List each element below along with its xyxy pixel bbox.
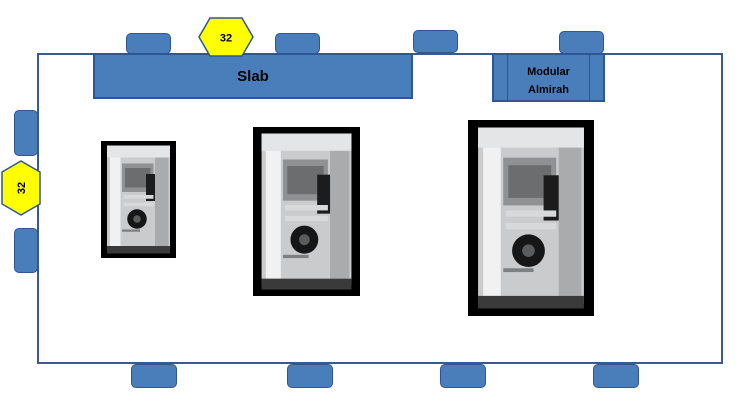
hexagon-icon: 32 [198, 17, 254, 57]
machine-large [468, 120, 594, 316]
bottom-socket-1 [131, 364, 177, 388]
almirah-label-line1: Modular [527, 66, 570, 78]
top-hexagon-label: 32 [220, 33, 232, 45]
almirah-left-divider [507, 55, 508, 100]
slab: Slab [93, 53, 413, 99]
top-socket-3 [413, 30, 458, 53]
top-socket-1 [126, 33, 171, 54]
top-socket-2 [275, 33, 320, 54]
printer-machine-icon [261, 133, 352, 290]
almirah-label: Modular Almirah [494, 63, 603, 99]
top-hexagon-marker: 32 [198, 17, 254, 57]
machine-medium [253, 127, 360, 296]
left-hexagon-marker: 32 [1, 160, 41, 216]
top-socket-4 [559, 31, 604, 54]
almirah-label-line2: Almirah [528, 84, 569, 96]
bottom-socket-4 [593, 364, 639, 388]
almirah-right-divider [589, 55, 590, 100]
modular-almirah: Modular Almirah [492, 53, 605, 102]
left-socket-1 [14, 110, 38, 156]
printer-machine-icon [478, 127, 584, 309]
printer-machine-icon [107, 145, 170, 254]
bottom-socket-2 [287, 364, 333, 388]
bottom-socket-3 [440, 364, 486, 388]
left-hexagon-label: 32 [16, 182, 28, 194]
left-socket-2 [14, 228, 38, 273]
hexagon-icon: 32 [1, 160, 41, 216]
machine-small [101, 141, 176, 258]
slab-label: Slab [237, 67, 269, 85]
